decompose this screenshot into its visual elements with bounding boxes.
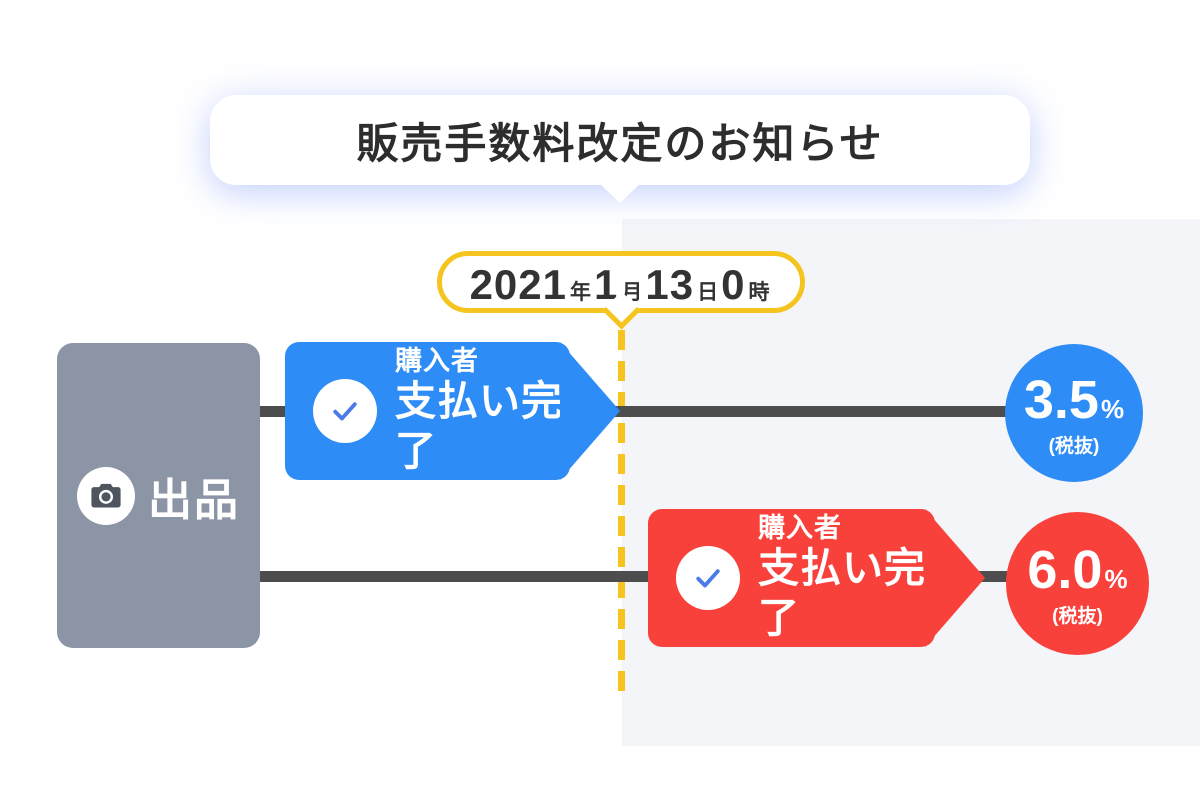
fee-rate-before-tax-note: (税抜) <box>1048 435 1100 457</box>
payment-status-label: 支払い完了 <box>758 545 926 641</box>
timeline-before-connector <box>258 406 1015 417</box>
fee-rate-before-unit: % <box>1100 393 1125 424</box>
fee-rate-before: 3.5 % (税抜) <box>1005 344 1143 482</box>
camera-icon <box>77 466 135 525</box>
check-icon <box>676 546 740 610</box>
fee-rate-before-value: 3.5 <box>1023 369 1099 430</box>
date-hour-unit: 時 <box>748 281 770 304</box>
payment-banner-after: 購入者 支払い完了 <box>648 509 985 647</box>
date-day-unit: 日 <box>697 281 719 304</box>
timeline-after-connector <box>258 571 1020 582</box>
effective-date-divider-line <box>618 330 625 700</box>
seller-label: 出品 <box>148 475 240 525</box>
date-month: 1 <box>594 261 619 308</box>
date-year: 2021 <box>469 261 567 308</box>
buyer-role-label: 購入者 <box>395 346 479 377</box>
payment-banner-before: 購入者 支払い完了 <box>285 342 620 480</box>
effective-date-bubble: 2021 年 1 月 13 日 0 時 <box>437 251 805 330</box>
fee-rate-after-tax-note: (税抜) <box>1052 606 1103 627</box>
date-hour: 0 <box>721 261 746 308</box>
check-icon <box>313 379 377 443</box>
page-title: 販売手数料改定のお知らせ <box>356 119 884 167</box>
title-bubble-tail <box>600 184 640 203</box>
seller-listing-box: 出品 <box>57 343 260 648</box>
fee-rate-after: 6.0 % (税抜) <box>1006 512 1149 655</box>
fee-rate-after-unit: % <box>1104 564 1128 594</box>
date-day: 13 <box>645 261 695 308</box>
fee-rate-after-value: 6.0 <box>1027 540 1103 600</box>
title-bubble: 販売手数料改定のお知らせ <box>210 95 1030 203</box>
date-year-unit: 年 <box>570 281 591 304</box>
payment-status-label: 支払い完了 <box>395 378 563 474</box>
buyer-role-label: 購入者 <box>758 513 842 544</box>
